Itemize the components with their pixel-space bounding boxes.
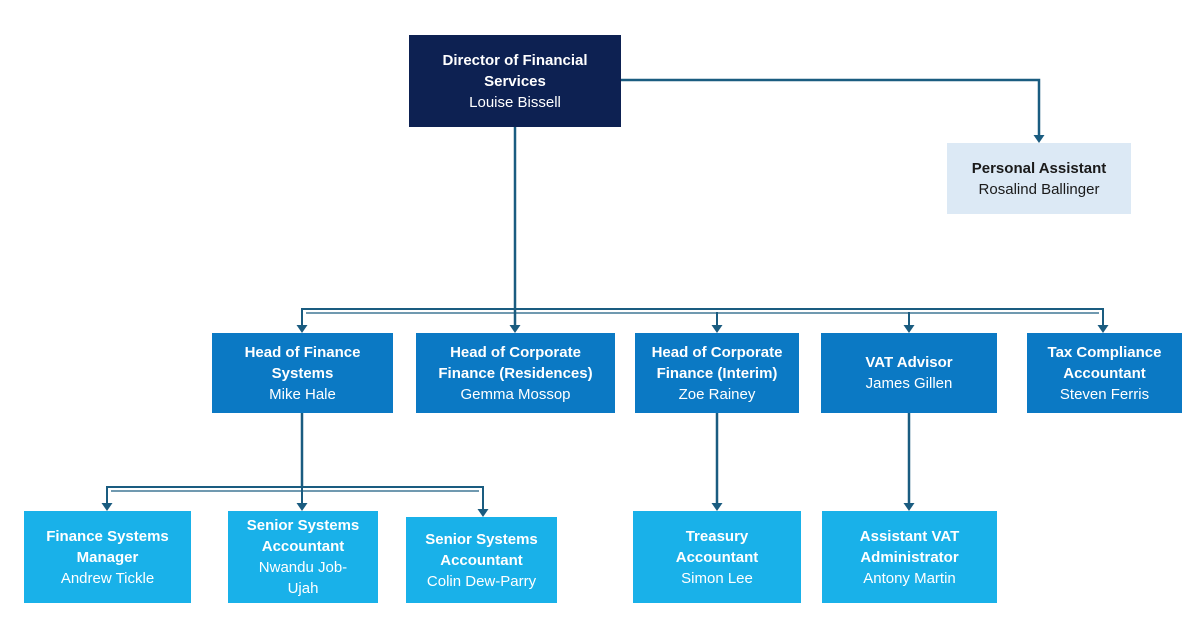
node-title: Senior Systems Accountant (246, 517, 360, 555)
node-name: Louise Bissell (469, 93, 561, 111)
connector-vat-assistant (903, 413, 915, 511)
org-node-vat-advisor: VAT Advisor James Gillen (821, 333, 997, 413)
arrow-down-icon (509, 325, 521, 333)
node-name: Steven Ferris (1059, 385, 1150, 403)
node-name: Andrew Tickle (60, 569, 155, 587)
node-name: Mike Hale (269, 385, 336, 403)
arrow-down-icon (1033, 135, 1045, 143)
node-title: Director of Financial Services (442, 51, 588, 90)
node-title: Treasury Accountant (675, 527, 759, 566)
org-node-personal-assistant: Personal Assistant Rosalind Ballinger (947, 143, 1131, 214)
node-title: Personal Assistant (971, 159, 1107, 177)
node-title: Head of Corporate Finance (Residences) (438, 343, 593, 382)
arrow-down-icon (477, 509, 489, 517)
org-node-assistant-vat-administrator: Assistant VAT Administrator Antony Marti… (822, 511, 997, 603)
arrow-down-icon (711, 503, 723, 511)
connector-director-pa (621, 78, 1045, 143)
org-node-senior-systems-accountant-2: Senior Systems Accountant Colin Dew-Parr… (406, 517, 557, 603)
node-name: Nwandu Job-Ujah (258, 559, 348, 597)
node-title: Assistant VAT Administrator (859, 527, 960, 566)
node-name: Gemma Mossop (460, 385, 571, 403)
connector-hfs-children (101, 413, 489, 517)
node-name: James Gillen (865, 375, 953, 392)
arrow-down-icon (1097, 325, 1109, 333)
node-name: Simon Lee (681, 569, 753, 587)
node-name: Antony Martin (863, 569, 956, 587)
arrow-down-icon (101, 503, 113, 511)
org-node-head-finance-systems: Head of Finance Systems Mike Hale (212, 333, 393, 413)
arrow-down-icon (296, 503, 308, 511)
arrow-down-icon (711, 325, 723, 333)
org-node-director: Director of Financial Services Louise Bi… (409, 35, 621, 127)
node-name: Rosalind Ballinger (978, 180, 1100, 198)
org-node-treasury-accountant: Treasury Accountant Simon Lee (633, 511, 801, 603)
arrow-down-icon (296, 325, 308, 333)
arrow-down-icon (903, 325, 915, 333)
node-title: Head of Finance Systems (244, 343, 361, 382)
node-title: VAT Advisor (865, 354, 953, 371)
org-node-tax-compliance-accountant: Tax Compliance Accountant Steven Ferris (1027, 333, 1182, 413)
arrow-down-icon (903, 503, 915, 511)
org-node-head-corp-finance-interim: Head of Corporate Finance (Interim) Zoe … (635, 333, 799, 413)
node-name: Zoe Rainey (678, 385, 756, 403)
node-title: Tax Compliance Accountant (1047, 343, 1162, 382)
node-name: Colin Dew-Parry (426, 572, 537, 590)
connector-interim-treasury (711, 413, 723, 511)
org-node-senior-systems-accountant-1: Senior Systems Accountant Nwandu Job-Uja… (228, 511, 378, 603)
org-node-finance-systems-manager: Finance Systems Manager Andrew Tickle (24, 511, 191, 603)
node-title: Senior Systems Accountant (425, 530, 538, 569)
org-node-head-corp-finance-residences: Head of Corporate Finance (Residences) G… (416, 333, 615, 413)
node-title: Head of Corporate Finance (Interim) (651, 343, 783, 382)
node-title: Finance Systems Manager (46, 527, 169, 566)
